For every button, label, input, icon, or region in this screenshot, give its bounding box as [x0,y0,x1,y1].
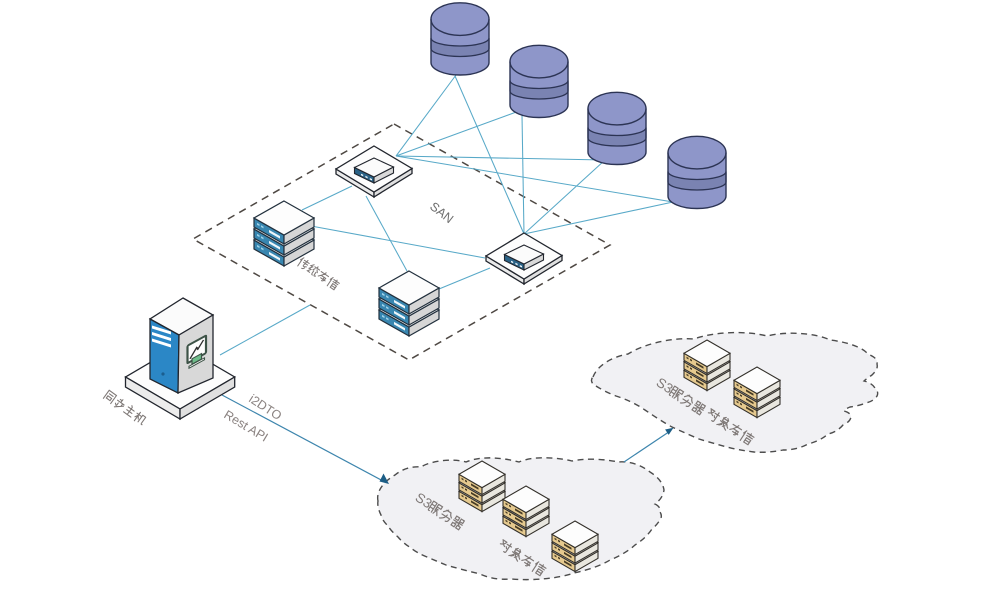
svg-text:SAN: SAN [427,199,456,226]
